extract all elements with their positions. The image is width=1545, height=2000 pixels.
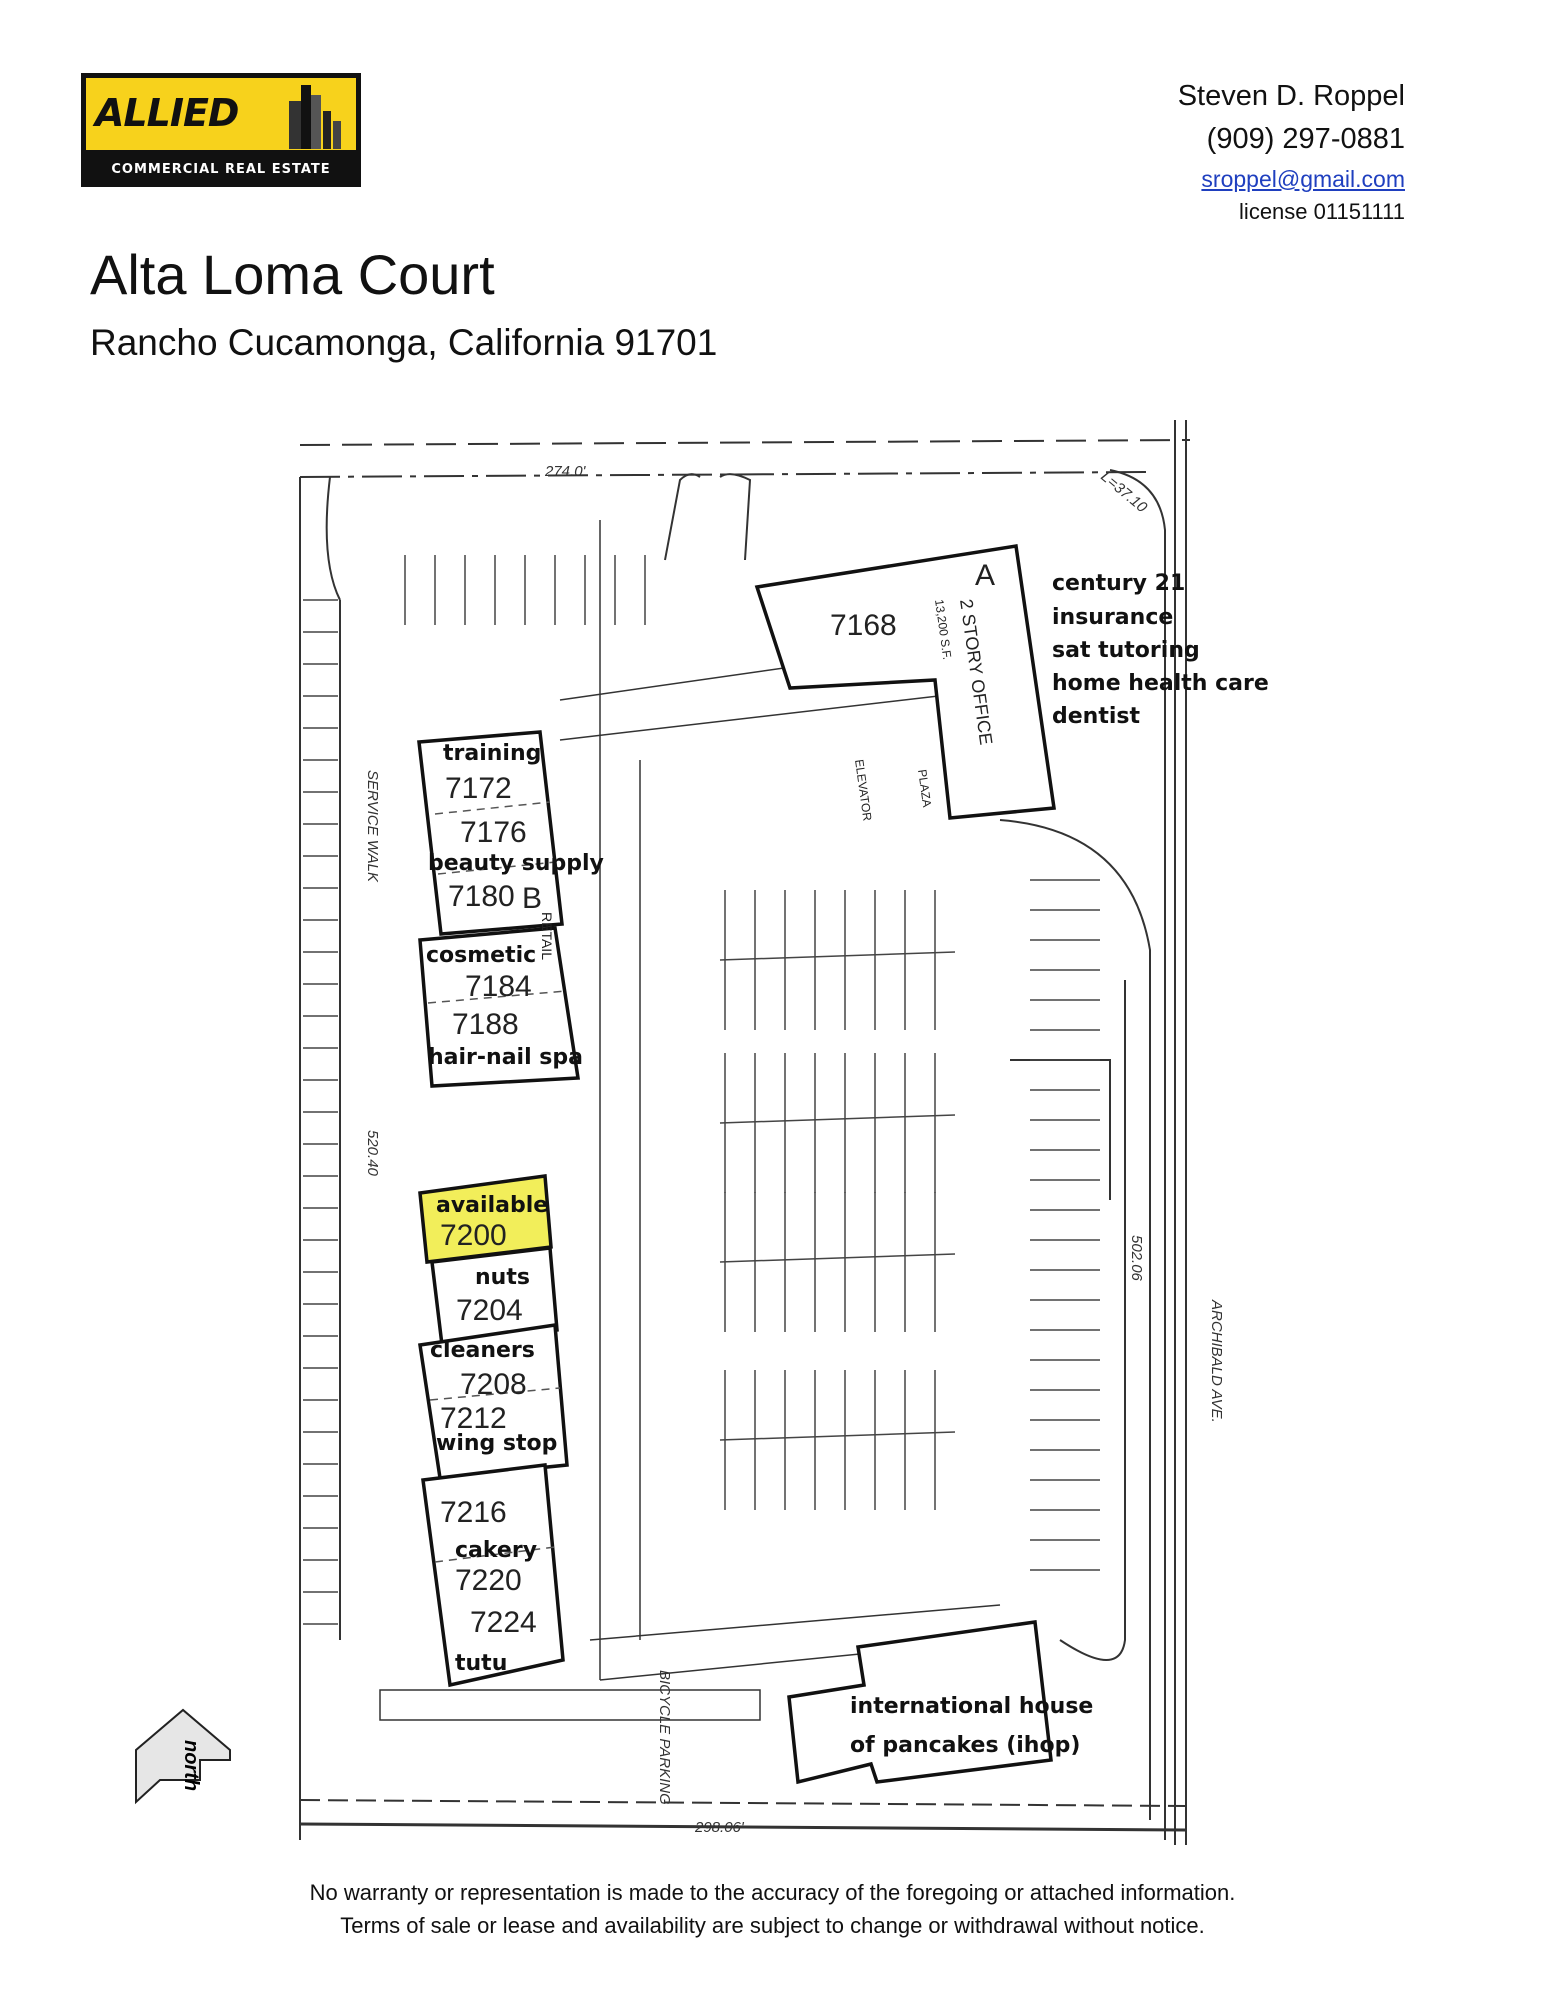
tenant-home-health-care: home health care [1052,671,1269,696]
parking-stall-line [719,1253,956,1263]
east-dimension: 502.06 [1128,1235,1145,1282]
retail-label: RETAIL [539,912,555,960]
property-title: Alta Loma Court [90,243,495,306]
unit-number-7180: 7180 [448,880,515,913]
south-dimension: 298.06' [694,1819,745,1836]
unit-number-7188: 7188 [452,1008,519,1041]
unit-7168: 7168 [830,609,897,642]
unit-7208-block [418,1322,569,1480]
unit-number-7184: 7184 [465,970,532,1003]
unit-number-7216: 7216 [440,1496,507,1529]
tenant-label: nuts [475,1265,530,1290]
tenant-label: wing stop [436,1431,557,1456]
ihop-label-line1: international house [850,1694,1093,1719]
disclaimer-line-2: Terms of sale or lease and availability … [340,1913,1205,1938]
north-dimension: 274.0' [544,463,587,480]
unit-number-7200: 7200 [440,1219,507,1252]
agent-phone: (909) 297-0881 [1206,123,1405,155]
logo-tagline: COMMERCIAL REAL ESTATE [111,162,331,177]
tenant-label: hair-nail spa [428,1045,583,1070]
ihop-pad [787,1620,1053,1785]
north-arrow-icon [135,1708,231,1805]
tenant-label: training [443,741,541,766]
tenant-label: cleaners [430,1338,535,1363]
bicycle-parking-label: BICYCLE PARKING [656,1670,673,1805]
tenant-label: beauty supply [428,851,604,876]
agent-license: license 01151111 [1239,199,1405,224]
tenant-label: tutu [455,1651,507,1676]
ihop-label-line2: of pancakes (ihop) [850,1733,1080,1758]
corner-dimension: L=37.10 [1097,468,1150,517]
logo-word: ALLIED [95,91,239,135]
tenant-century-21: century 21 [1052,571,1185,596]
north-label: north [180,1740,202,1791]
unit-7216-block [421,1463,565,1688]
agent-email-link[interactable]: sroppel@gmail.com [1201,166,1405,192]
west-dimension: 520.40 [364,1130,381,1177]
disclaimer-line-1: No warranty or representation is made to… [309,1880,1236,1905]
building-logo-icon [289,85,341,149]
available-unit-highlight[interactable] [418,1174,553,1264]
unit-number-7224: 7224 [470,1606,537,1639]
unit-number-7220: 7220 [455,1564,522,1597]
building-b-letter: B [522,882,542,915]
building-b-north [417,730,564,936]
parking-stall-line [719,1431,956,1441]
unit-number-7176: 7176 [460,816,527,849]
tenant-sat-tutoring: sat tutoring [1052,638,1200,663]
unit-number-7212: 7212 [440,1402,507,1435]
service-walk-label: SERVICE WALK [364,770,381,883]
plaza-label: PLAZA [915,768,934,808]
parking-stall-line [719,1114,956,1124]
tenant-insurance: insurance [1052,605,1173,630]
building-a-letter: A [975,559,995,592]
street-name: ARCHIBALD AVE. [1208,1299,1225,1423]
parking-stall-line [719,951,956,961]
north-arrow: north [135,1708,231,1805]
tenant-label: cakery [455,1538,537,1563]
tenant-label: available [436,1193,548,1218]
unit-number-7204: 7204 [456,1294,523,1327]
allied-logo: ALLIED COMMERCIAL REAL ESTATE [81,73,361,187]
agent-name: Steven D. Roppel [1177,80,1405,112]
unit-number-7172: 7172 [445,772,512,805]
building-b-middle [418,926,581,1088]
property-address: Rancho Cucamonga, California 91701 [90,322,718,363]
tenant-dentist: dentist [1052,704,1140,729]
elevator-label: ELEVATOR [852,758,875,822]
unit-number-7208: 7208 [460,1368,527,1401]
building-a [754,543,1056,820]
tenant-label: cosmetic [426,943,536,968]
